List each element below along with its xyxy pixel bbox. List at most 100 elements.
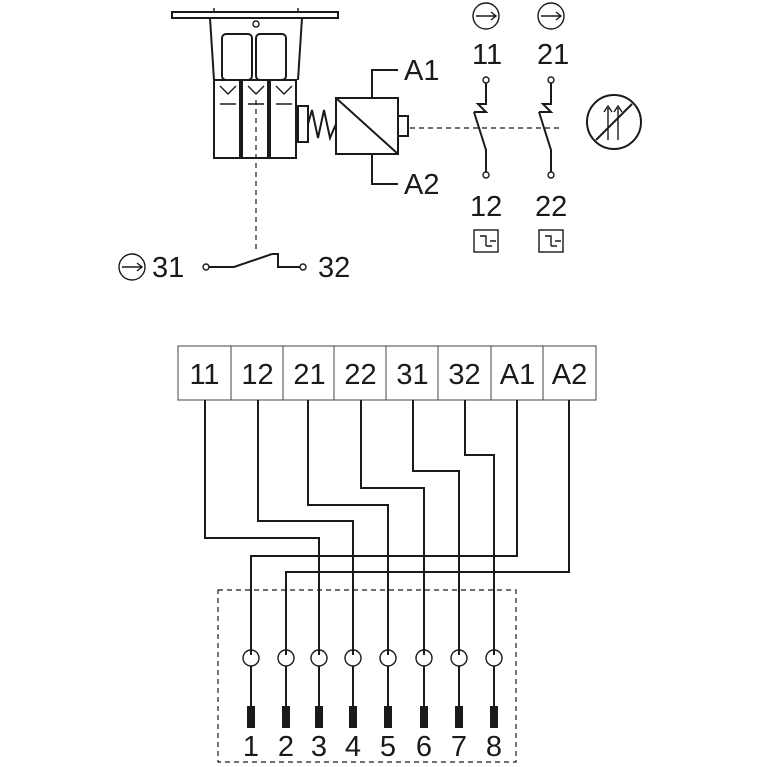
connector-pin-1: 1 bbox=[242, 649, 260, 763]
housing-sides bbox=[209, 17, 303, 81]
terminal-label: 12 bbox=[241, 359, 273, 391]
terminal-label: 21 bbox=[293, 359, 325, 391]
pin-number: 6 bbox=[416, 731, 432, 763]
no-touch-icon bbox=[586, 94, 642, 150]
label-21: 21 bbox=[537, 39, 569, 71]
pin-contact bbox=[490, 706, 498, 728]
delay-glyph bbox=[480, 235, 496, 247]
wire-11-to-pin3 bbox=[204, 400, 320, 655]
terminal-dot-31 bbox=[202, 263, 210, 271]
label-32: 32 bbox=[318, 252, 350, 284]
wire-21-to-pin5 bbox=[307, 400, 389, 655]
pin-contact bbox=[349, 706, 357, 728]
terminal-cell-21: 21 bbox=[282, 345, 337, 401]
contact-31-switch bbox=[209, 253, 273, 268]
terminal-cell-a1: A1 bbox=[490, 345, 545, 401]
spring-icon bbox=[307, 109, 337, 142]
spring-plate bbox=[297, 105, 309, 143]
terminal-cell-a2: A2 bbox=[542, 345, 597, 401]
mounting-bar bbox=[171, 11, 339, 19]
contact-11-lever bbox=[474, 83, 489, 113]
terminal-dot-32 bbox=[299, 263, 307, 271]
terminal-cell-31: 31 bbox=[385, 345, 440, 401]
contact-11-switch bbox=[473, 111, 487, 172]
terminal-box bbox=[177, 345, 232, 401]
positive-opening-arrow-icon-2 bbox=[537, 2, 565, 30]
connector-pin-6: 6 bbox=[415, 649, 433, 763]
wire-12-to-pin4 bbox=[257, 400, 354, 655]
terminal-cell-12: 12 bbox=[230, 345, 285, 401]
terminal-label: 22 bbox=[344, 359, 376, 391]
coil-a1-lead bbox=[371, 69, 398, 98]
wire-a1-to-pin1 bbox=[250, 400, 518, 655]
arrow-glyph-3 bbox=[122, 262, 144, 272]
block-lower-2 bbox=[241, 79, 269, 159]
pin-number: 2 bbox=[278, 731, 294, 763]
label-a2: A2 bbox=[404, 169, 439, 201]
label-12: 12 bbox=[470, 191, 502, 223]
block-upper-left bbox=[221, 33, 253, 81]
wiring-harness bbox=[204, 400, 570, 655]
terminal-dot-21 bbox=[547, 76, 555, 84]
arrow-glyph bbox=[476, 11, 498, 21]
block-lower-3 bbox=[269, 79, 297, 159]
arrow-glyph-2 bbox=[541, 11, 563, 21]
connector-pin-8: 8 bbox=[485, 649, 503, 763]
pin-number: 3 bbox=[311, 731, 327, 763]
terminal-dot-22 bbox=[547, 171, 555, 179]
label-a1: A1 bbox=[404, 55, 439, 87]
mount-screw bbox=[252, 20, 260, 28]
terminal-box bbox=[333, 345, 388, 401]
pin-contact bbox=[315, 706, 323, 728]
label-22: 22 bbox=[535, 191, 567, 223]
contact-32-lead bbox=[272, 253, 300, 268]
linkage-top bbox=[219, 85, 293, 95]
pin-contact bbox=[420, 706, 428, 728]
connector-outline bbox=[217, 589, 517, 763]
wire-22-to-pin6 bbox=[360, 400, 425, 655]
pin-number: 7 bbox=[451, 731, 467, 763]
time-delay-icon-2 bbox=[538, 229, 564, 253]
connector-pin-3: 3 bbox=[310, 649, 328, 763]
pin-number: 1 bbox=[243, 731, 259, 763]
block-lower-1 bbox=[213, 79, 241, 159]
pin-contact bbox=[282, 706, 290, 728]
connector-pin-4: 4 bbox=[344, 649, 362, 763]
terminal-cell-22: 22 bbox=[333, 345, 388, 401]
contact-21-lever bbox=[539, 83, 554, 113]
terminal-dot-12 bbox=[482, 171, 490, 179]
delay-glyph-2 bbox=[545, 235, 561, 247]
pin-number: 5 bbox=[380, 731, 396, 763]
wire-32-to-pin8 bbox=[464, 400, 495, 655]
contact-21-switch bbox=[538, 111, 552, 172]
pin-contact bbox=[247, 706, 255, 728]
connector-pin-5: 5 bbox=[379, 649, 397, 763]
terminal-label: A2 bbox=[552, 359, 587, 391]
block-upper-right bbox=[255, 33, 287, 81]
connector-pin-2: 2 bbox=[277, 649, 295, 763]
label-31: 31 bbox=[152, 252, 184, 284]
wire-a2-to-pin2 bbox=[285, 400, 570, 655]
terminal-box bbox=[385, 345, 440, 401]
terminal-cell-11: 11 bbox=[177, 345, 232, 401]
terminal-box bbox=[282, 345, 337, 401]
coil-a2-lead bbox=[371, 154, 398, 185]
contact-31-32: 31 32 bbox=[118, 252, 350, 284]
mounting-tabs bbox=[213, 8, 299, 12]
time-delay-icon bbox=[473, 229, 499, 253]
wire-31-to-pin7 bbox=[412, 400, 460, 655]
terminal-box bbox=[542, 345, 597, 401]
terminal-dot-11 bbox=[482, 76, 490, 84]
positive-opening-arrow-icon-3 bbox=[118, 253, 146, 281]
pin-number: 4 bbox=[345, 731, 361, 763]
terminal-label: A1 bbox=[500, 359, 535, 391]
pin-number: 8 bbox=[486, 731, 502, 763]
terminal-label: 32 bbox=[448, 359, 480, 391]
pin-contact bbox=[455, 706, 463, 728]
relay-mechanism: A1 A2 bbox=[171, 8, 560, 250]
terminal-box bbox=[230, 345, 285, 401]
contact-21-22: 21 22 bbox=[535, 2, 569, 253]
